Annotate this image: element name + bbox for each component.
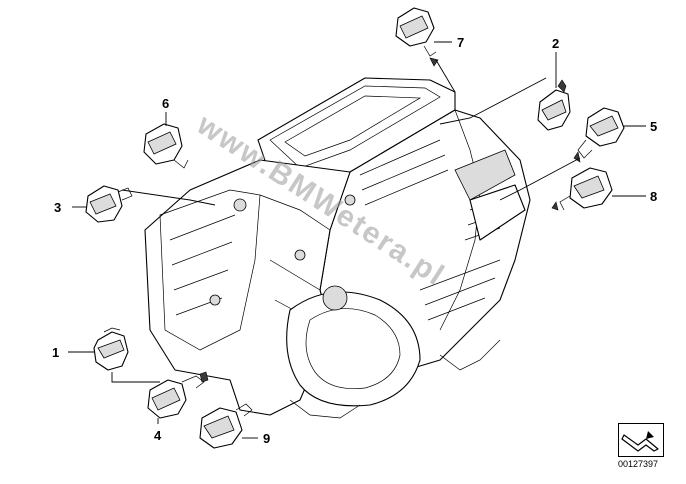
callout-1: 1 bbox=[52, 345, 59, 360]
actuator-4[interactable] bbox=[147, 371, 209, 419]
actuator-7[interactable] bbox=[395, 7, 439, 67]
callout-9: 9 bbox=[263, 431, 270, 446]
callout-7: 7 bbox=[457, 35, 464, 50]
actuator-6[interactable] bbox=[143, 123, 189, 169]
actuator-5[interactable] bbox=[573, 107, 625, 163]
leader-lines bbox=[68, 41, 646, 439]
callout-labels: 1 2 3 4 5 6 7 8 9 bbox=[52, 35, 657, 446]
callout-5: 5 bbox=[650, 119, 657, 134]
callout-4: 4 bbox=[154, 428, 162, 443]
actuator-9[interactable] bbox=[199, 403, 253, 449]
callout-3: 3 bbox=[54, 200, 61, 215]
callout-8: 8 bbox=[650, 189, 657, 204]
actuator-2[interactable] bbox=[537, 79, 571, 131]
arrow-return-icon[interactable] bbox=[618, 423, 664, 457]
actuator-1[interactable] bbox=[93, 327, 129, 371]
heater-housing bbox=[144, 77, 531, 419]
callout-6: 6 bbox=[162, 96, 169, 111]
document-number: 00127397 bbox=[618, 459, 659, 469]
actuator-3[interactable] bbox=[85, 185, 133, 223]
callout-2: 2 bbox=[552, 36, 559, 51]
actuator-8[interactable] bbox=[551, 167, 613, 211]
